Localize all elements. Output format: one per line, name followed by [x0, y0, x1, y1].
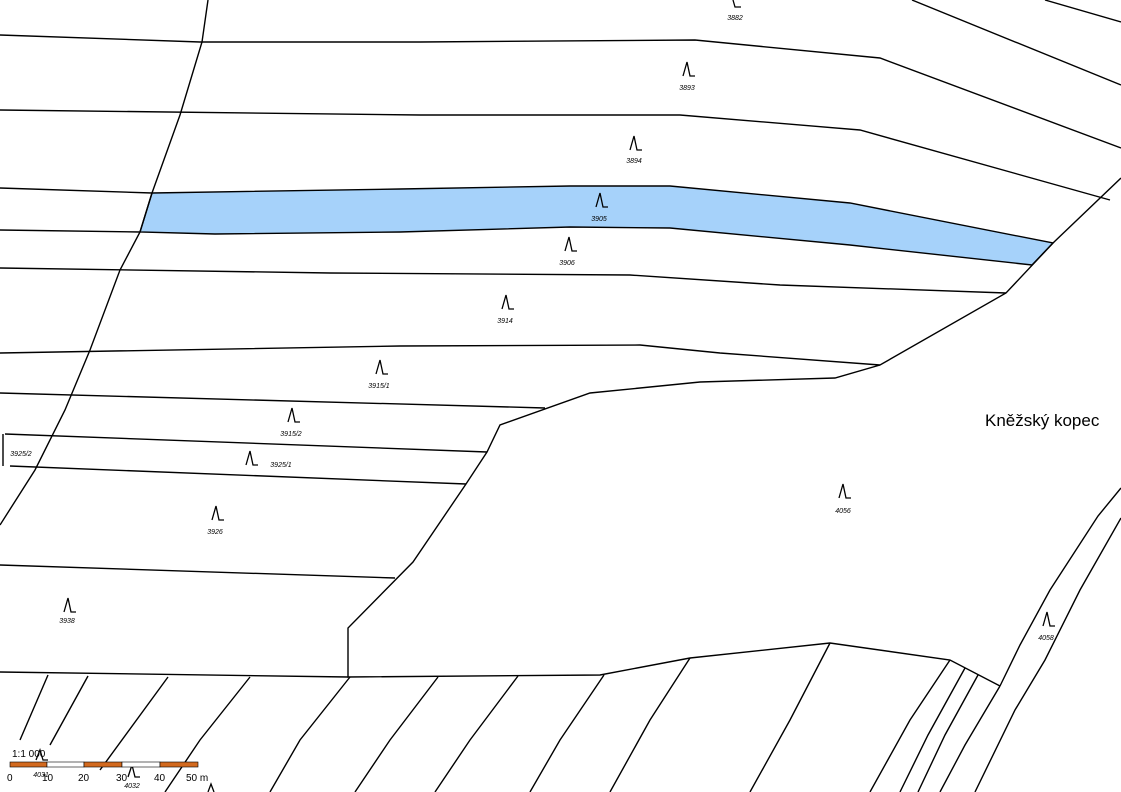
- parcel-label: 3926: [207, 529, 223, 536]
- meadow-icon: [375, 359, 388, 375]
- scale-tick-label: 40: [154, 773, 166, 784]
- scale-tick-label: 30: [116, 773, 128, 784]
- meadow-icon: [682, 61, 695, 77]
- parcel-label: 3894: [626, 158, 642, 165]
- meadow-icon: [245, 450, 258, 466]
- scale-tick-label: 20: [78, 773, 90, 784]
- meadow-icon: [35, 748, 48, 761]
- parcel-label: 4056: [835, 508, 851, 515]
- scale-tick-label: 50 m: [186, 773, 208, 784]
- meadow-icon: [838, 483, 851, 499]
- meadow-icon: [564, 236, 577, 252]
- parcel-label: 3914: [497, 318, 513, 325]
- parcel-label: 3925/1: [270, 462, 292, 469]
- meadow-icon: [63, 597, 76, 613]
- place-name-label: Kněžský kopec: [985, 411, 1100, 430]
- meadow-icon: [211, 505, 224, 521]
- parcel-label: 3938: [59, 618, 75, 625]
- scale-tick-label: 0: [7, 773, 13, 784]
- parcel-label: 3915/2: [280, 431, 302, 438]
- selected-parcel-3905[interactable]: [139, 185, 1055, 266]
- parcel-label: 4032: [124, 783, 140, 790]
- meadow-icon: [287, 407, 300, 423]
- meadow-symbols: [35, 0, 1055, 792]
- scale-bar: 1:1 000 0 10 20 30 40 50 m: [7, 749, 208, 784]
- meadow-icon: [595, 192, 608, 208]
- parcel-label: 3882: [727, 15, 743, 22]
- parcel-label: 3893: [679, 85, 695, 92]
- meadow-icon: [629, 135, 642, 151]
- scale-tick-label: 10: [42, 773, 54, 784]
- parcel-label: 3906: [559, 260, 575, 267]
- meadow-icon: [501, 294, 514, 310]
- meadow-icon: [1042, 611, 1055, 627]
- parcel-label: 3905: [591, 216, 607, 223]
- meadow-icon: [207, 782, 215, 792]
- meadow-icon: [127, 762, 140, 778]
- parcel-labels: 3882 3893 3894 3905 3906 3914 3915/1 391…: [10, 15, 1054, 790]
- parcel-label: 4031: [33, 772, 49, 779]
- parcel-label: 4058: [1038, 635, 1054, 642]
- meadow-icon: [732, 0, 741, 8]
- parcel-label: 3915/1: [368, 383, 390, 390]
- scale-ratio-label: 1:1 000: [12, 749, 46, 760]
- parcel-label: 3925/2: [10, 451, 32, 458]
